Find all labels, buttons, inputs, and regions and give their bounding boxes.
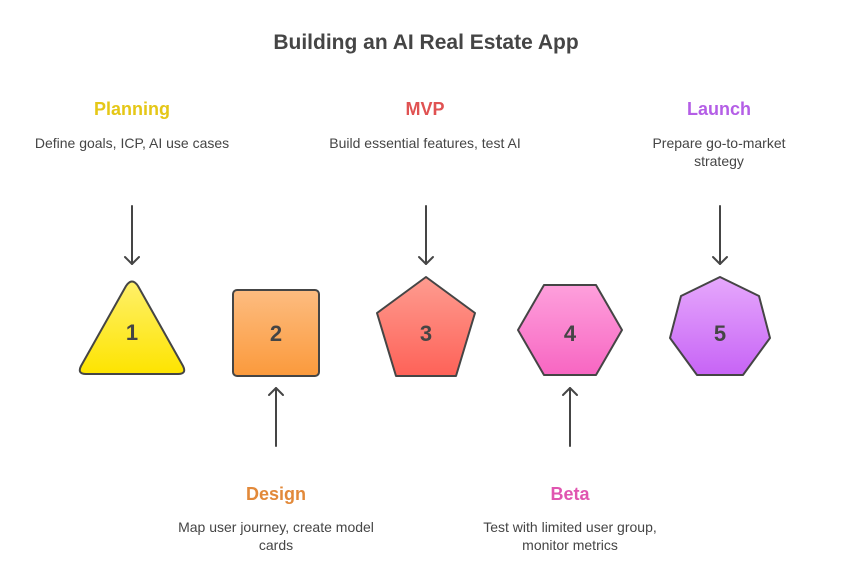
step-5-description: Prepare go-to-market strategy [652, 135, 786, 169]
arrow-down-icon [124, 205, 140, 265]
step-3-pentagon-shape: 3 [376, 276, 476, 377]
step-4-title: Beta [550, 484, 590, 504]
step-1-triangle-shape: 1 [78, 280, 186, 375]
step-3-title: MVP [405, 99, 445, 119]
step-4-hexagon-shape: 4 [517, 284, 623, 376]
arrow-down-icon [418, 205, 434, 265]
step-2-square-shape: 2 [232, 289, 320, 377]
step-3-number: 3 [420, 321, 432, 346]
arrow-down-icon [712, 205, 728, 265]
arrow-up-icon [562, 387, 578, 447]
step-1-number: 1 [126, 320, 138, 345]
step-2-number: 2 [270, 321, 282, 346]
arrow-up-icon [268, 387, 284, 447]
step-5-title: Launch [686, 99, 751, 119]
step-4-description: Test with limited user group, monitor me… [483, 519, 657, 553]
step-5-heptagon-shape: 5 [669, 276, 771, 376]
diagram-title: Building an AI Real Estate App [273, 31, 579, 54]
step-5-number: 5 [714, 321, 726, 346]
step-3-description: Build essential features, test AI [329, 135, 521, 151]
step-1-title: Planning [94, 99, 170, 119]
step-2-title: Design [245, 484, 306, 504]
step-2-description: Map user journey, create model cards [178, 519, 374, 553]
step-1-description: Define goals, ICP, AI use cases [34, 135, 230, 151]
step-4-number: 4 [564, 321, 577, 346]
